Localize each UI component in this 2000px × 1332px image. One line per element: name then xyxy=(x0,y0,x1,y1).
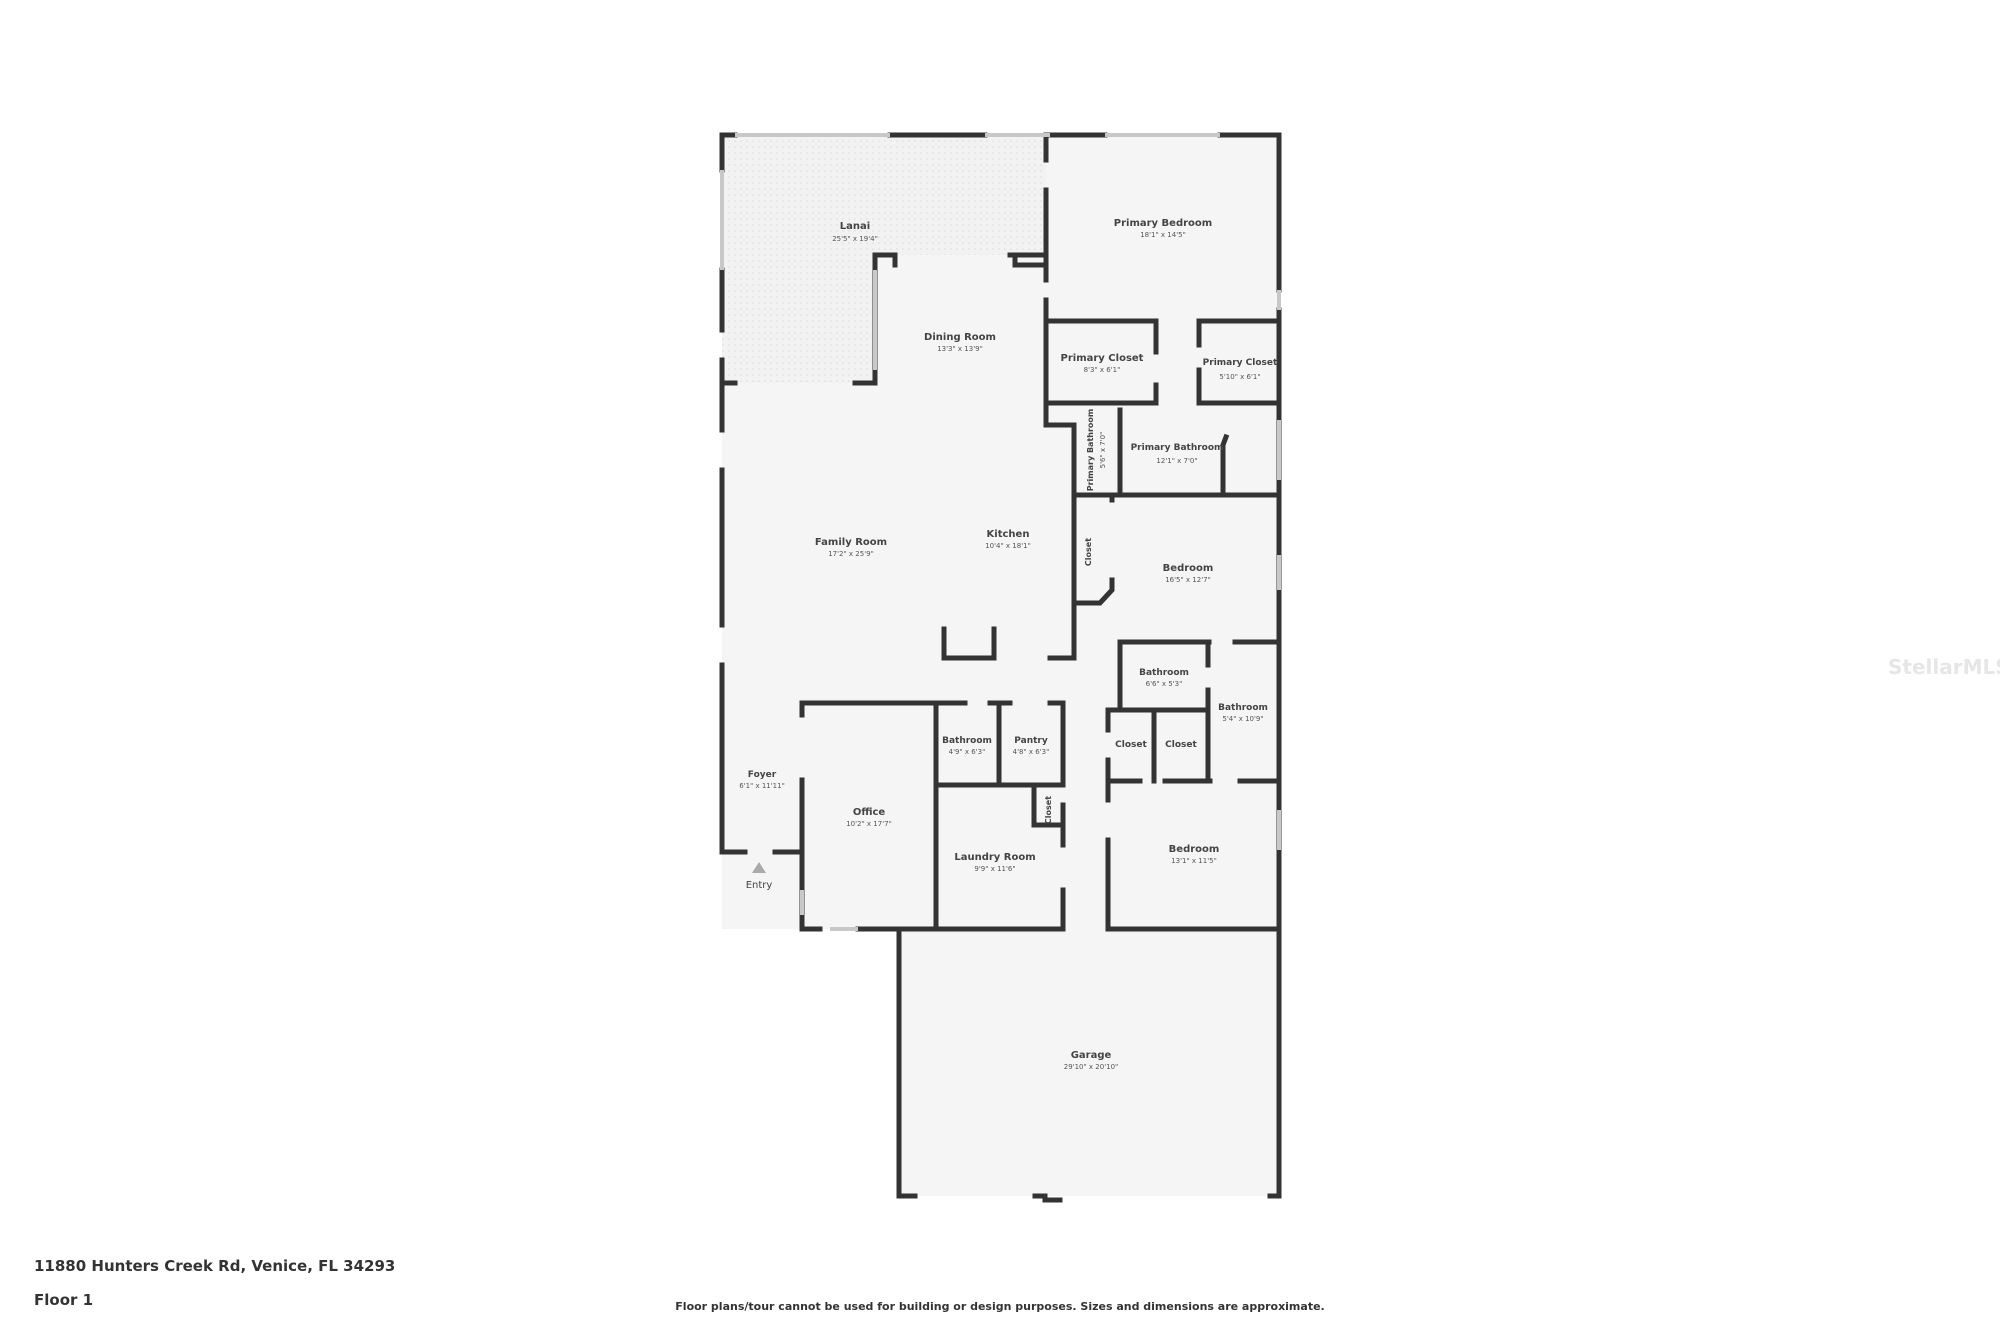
room-dims: 4'8" x 6'3" xyxy=(1013,748,1050,756)
room-dims: 4'9" x 6'3" xyxy=(949,748,986,756)
room-primary-bedroom: Primary Bedroom xyxy=(1114,218,1212,229)
room-dining: Dining Room xyxy=(924,332,996,343)
room-office: Office xyxy=(853,807,886,818)
room-primary-closet: Primary Closet xyxy=(1061,353,1144,364)
room-dims: 10'2" x 17'7" xyxy=(846,820,892,828)
room-dims: 5'10" x 6'1" xyxy=(1219,373,1260,381)
entry-arrow-icon xyxy=(752,862,766,873)
room-foyer: Foyer xyxy=(748,770,777,780)
room-dims: 5'6" x 7'0" xyxy=(1099,432,1107,469)
room-primary-closet-2: Primary Closet xyxy=(1203,358,1278,368)
room-kitchen: Kitchen xyxy=(987,529,1030,540)
lanai-floor xyxy=(722,135,1046,383)
room-bathroom: Bathroom xyxy=(1139,668,1189,678)
room-laundry: Laundry Room xyxy=(954,852,1035,863)
address: 11880 Hunters Creek Rd, Venice, FL 34293 xyxy=(34,1257,396,1275)
room-dims: 13'3" x 13'9" xyxy=(937,345,983,353)
room-dims: 6'1" x 11'11" xyxy=(739,782,785,790)
room-dims: 29'10" x 20'10" xyxy=(1064,1063,1119,1071)
room-closet: Closet xyxy=(1084,538,1093,566)
room-dims: 17'2" x 25'9" xyxy=(828,550,874,558)
room-dims: 16'5" x 12'7" xyxy=(1165,576,1211,584)
room-bathroom-2: Bathroom xyxy=(1218,703,1268,713)
room-lanai: Lanai xyxy=(840,221,870,232)
room-pantry: Pantry xyxy=(1014,736,1048,746)
floor-label: Floor 1 xyxy=(34,1291,94,1309)
room-dims: 8'3" x 6'1" xyxy=(1084,366,1121,374)
room-dims: 13'1" x 11'5" xyxy=(1171,857,1217,865)
room-dims: 25'5" x 19'4" xyxy=(832,235,878,243)
room-primary-bathroom-small: Primary Bathroom xyxy=(1086,409,1095,492)
room-dims: 18'1" x 14'5" xyxy=(1140,231,1186,239)
watermark: StellarMLS xyxy=(1888,655,2000,679)
room-bedroom-2: Bedroom xyxy=(1169,844,1220,855)
room-closet-2: Closet xyxy=(1115,740,1147,750)
room-bathroom-3: Bathroom xyxy=(942,736,992,746)
windows xyxy=(720,133,1281,931)
room-dims: 9'9" x 11'6" xyxy=(974,865,1015,873)
room-garage: Garage xyxy=(1071,1050,1112,1061)
room-dims: 5'4" x 10'9" xyxy=(1222,715,1263,723)
entry-label: Entry xyxy=(746,880,773,891)
disclaimer: Floor plans/tour cannot be used for buil… xyxy=(675,1300,1325,1313)
room-dims: 10'4" x 18'1" xyxy=(985,542,1031,550)
room-primary-bathroom: Primary Bathroom xyxy=(1131,443,1224,453)
room-dims: 6'6" x 5'3" xyxy=(1146,680,1183,688)
room-labels: Lanai 25'5" x 19'4" Primary Bedroom 18'1… xyxy=(739,218,1278,1071)
room-bedroom: Bedroom xyxy=(1163,563,1214,574)
room-closet-4: Closet xyxy=(1044,796,1053,824)
room-closet-3: Closet xyxy=(1165,740,1197,750)
walls xyxy=(719,132,1282,1203)
room-family: Family Room xyxy=(815,537,887,548)
room-dims: 12'1" x 7'0" xyxy=(1156,457,1197,465)
garage-floor xyxy=(899,929,1279,1196)
